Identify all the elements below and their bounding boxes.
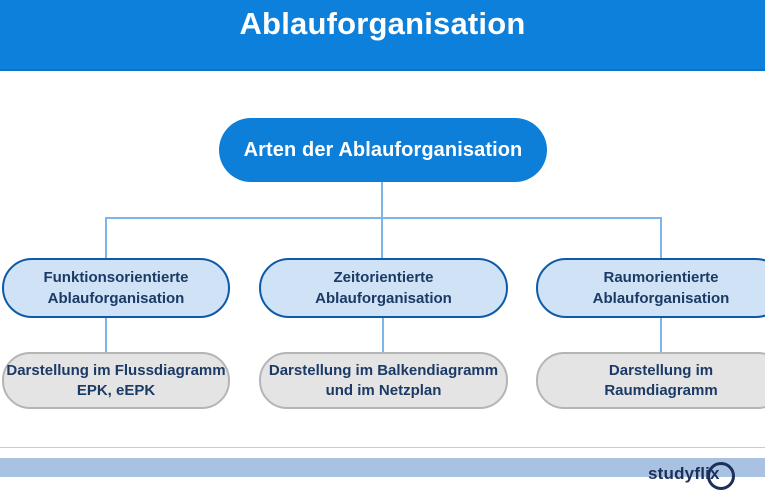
branch-label-line: Ablauforganisation bbox=[315, 290, 452, 307]
footer-band bbox=[0, 458, 765, 477]
connector-root-stem bbox=[381, 182, 383, 219]
branch-node-raumorientiert: Raumorientierte Ablauforganisation bbox=[536, 258, 765, 318]
branch-node-funktionsorientiert: Funktionsorientierte Ablauforganisation bbox=[2, 258, 230, 318]
root-node-label: Arten der Ablauforganisation bbox=[243, 138, 523, 161]
connector-horizontal-bar bbox=[105, 217, 662, 219]
detail-label-line: und im Netzplan bbox=[325, 381, 442, 399]
detail-label-line: Darstellung im Flussdiagramm bbox=[6, 361, 226, 379]
logo-circle-icon bbox=[707, 462, 735, 490]
connector-drop-left bbox=[105, 217, 107, 258]
branch-label-line: Funktionsorientierte bbox=[43, 269, 189, 286]
detail-node-balkendiagramm: Darstellung im Balkendiagramm und im Net… bbox=[259, 352, 508, 409]
footer-divider bbox=[0, 447, 765, 448]
branch-label-line: Zeitorientierte bbox=[333, 269, 434, 286]
detail-label-line: Raumdiagramm bbox=[604, 381, 718, 399]
page-title: Ablauforganisation bbox=[239, 6, 526, 41]
branch-label-line: Raumorientierte bbox=[603, 269, 719, 286]
connector-mid-right bbox=[660, 318, 662, 352]
connector-mid-center bbox=[382, 318, 384, 352]
connector-drop-right bbox=[660, 217, 662, 258]
branch-label-line: Ablauforganisation bbox=[47, 290, 185, 307]
detail-node-raumdiagramm: Darstellung im Raumdiagramm bbox=[536, 352, 765, 409]
detail-label-line: Darstellung im Balkendiagramm bbox=[268, 361, 499, 379]
detail-label-line: Darstellung im bbox=[608, 361, 714, 379]
detail-node-flussdiagramm: Darstellung im Flussdiagramm EPK, eEPK bbox=[2, 352, 230, 409]
branch-label-line: Ablauforganisation bbox=[592, 290, 730, 307]
root-node: Arten der Ablauforganisation bbox=[219, 118, 547, 182]
detail-label-line: EPK, eEPK bbox=[76, 381, 156, 399]
branch-node-zeitorientiert: Zeitorientierte Ablauforganisation bbox=[259, 258, 508, 318]
header-bar: Ablauforganisation bbox=[0, 0, 765, 71]
connector-drop-center bbox=[381, 217, 383, 258]
connector-mid-left bbox=[105, 318, 107, 352]
